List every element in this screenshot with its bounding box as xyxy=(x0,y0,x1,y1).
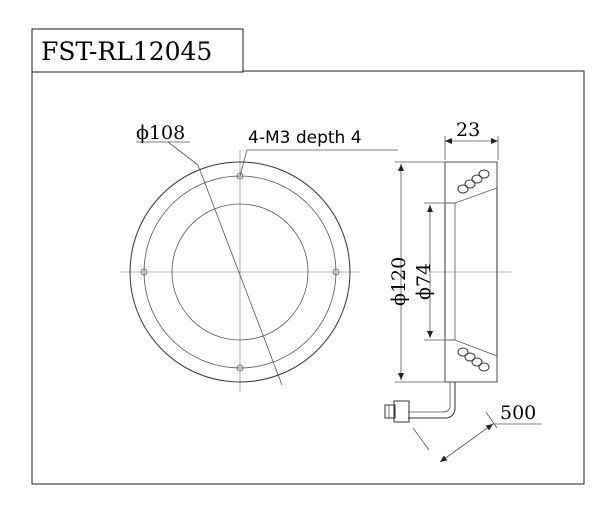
overall-diameter-label: ϕ120 xyxy=(388,257,410,306)
led-coil-bottom xyxy=(457,347,490,372)
mount-hole-left xyxy=(140,268,148,276)
mount-hole-bottom xyxy=(236,364,244,372)
thickness-label: 23 xyxy=(456,119,480,141)
inner-diameter-label: ϕ74 xyxy=(413,263,435,300)
outer-diameter-label: ϕ108 xyxy=(136,122,185,144)
cable-dimension-line xyxy=(439,423,494,463)
diameter-leader-line xyxy=(197,164,283,386)
front-view: ϕ108 4-M3 depth 4 xyxy=(120,122,398,392)
inner-circle xyxy=(171,203,309,341)
led-coil-top xyxy=(457,169,490,194)
drawing-frame xyxy=(31,70,585,485)
hatched-section-top xyxy=(444,161,498,204)
cable-path-inner xyxy=(408,382,451,413)
mount-hole-top xyxy=(236,172,244,180)
mount-hole-leader xyxy=(239,149,248,177)
cable-ext-right xyxy=(485,411,498,429)
cable-ext-left xyxy=(412,427,430,451)
cable-path xyxy=(408,382,456,419)
title-box xyxy=(31,28,244,73)
mount-hole-label: 4-M3 depth 4 xyxy=(248,128,362,148)
connector-body xyxy=(393,400,410,423)
cable-length-label: 500 xyxy=(500,402,536,424)
diameter-leader-extension xyxy=(167,141,199,166)
side-view: 23 ϕ120 ϕ74 xyxy=(384,119,542,463)
connector-plug xyxy=(384,404,396,419)
outer-circle xyxy=(129,161,351,383)
mount-hole-right xyxy=(332,268,340,276)
model-title: FST-RL12045 xyxy=(41,37,212,66)
